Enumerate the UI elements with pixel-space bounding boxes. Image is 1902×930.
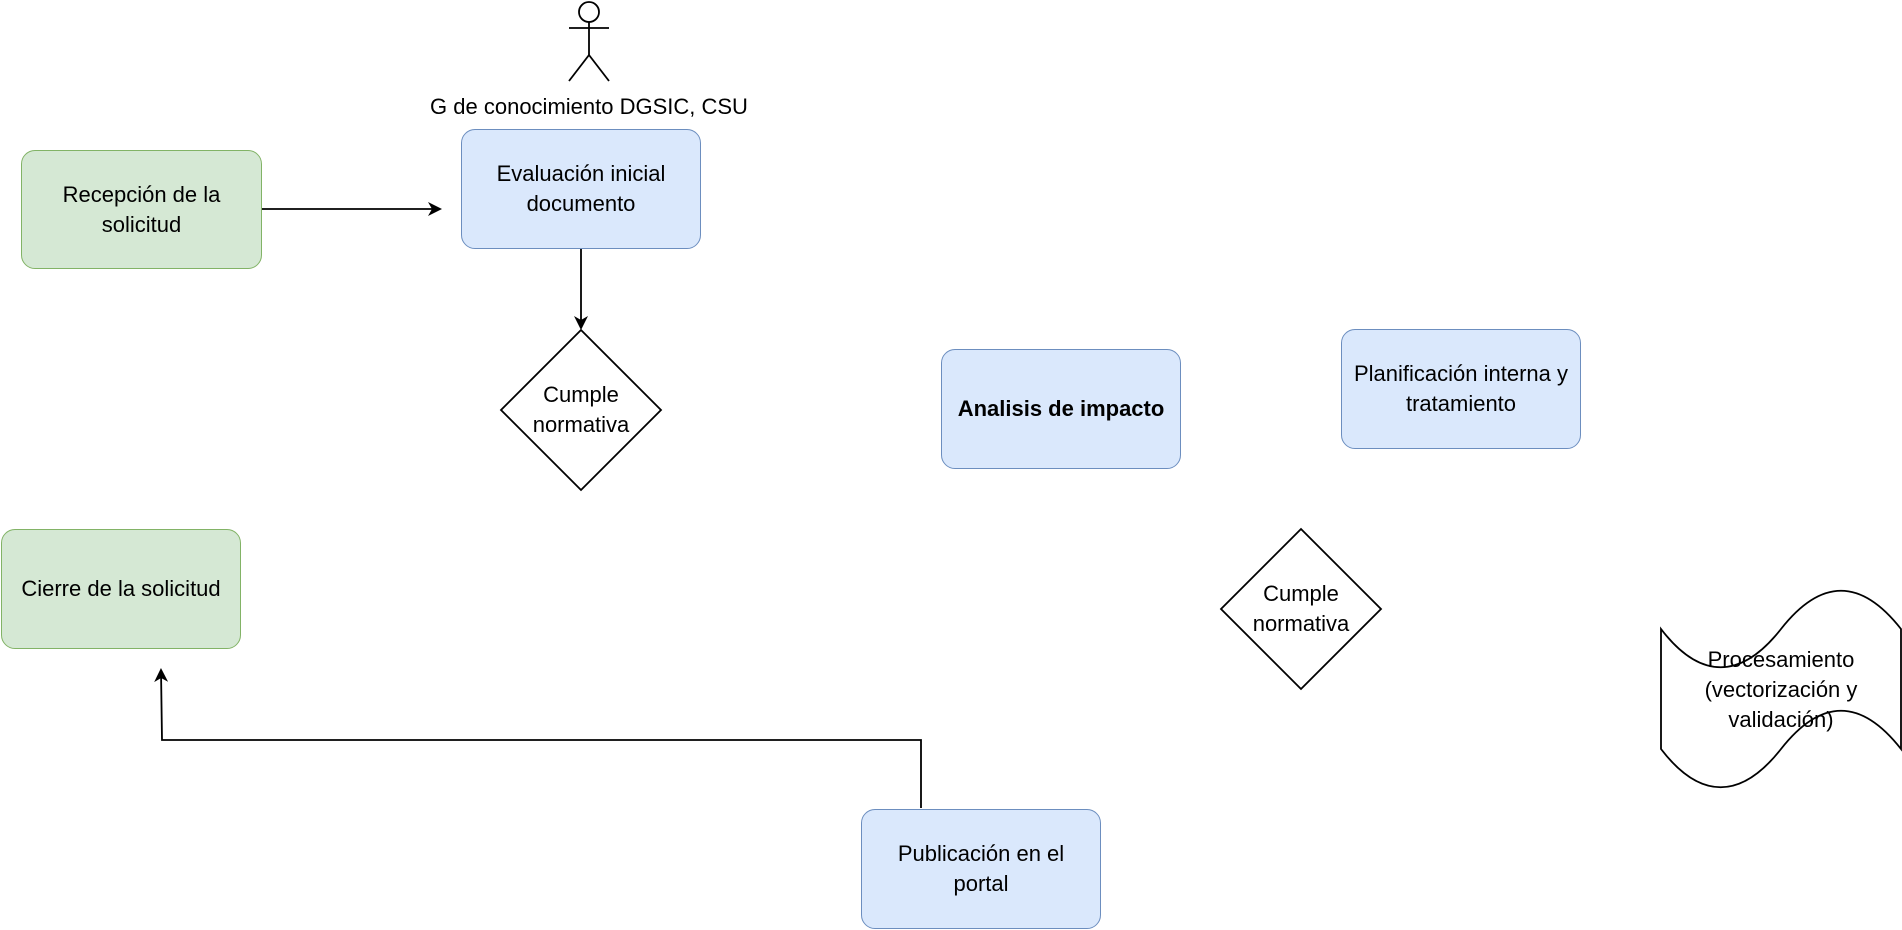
actor-figure[interactable] xyxy=(568,1,610,82)
processing-tape-shape[interactable] xyxy=(1660,589,1902,789)
node-cierre[interactable]: Cierre de la solicitud xyxy=(1,529,241,649)
node-evaluacion-label: Evaluación inicial documento xyxy=(496,161,666,216)
node-planificacion-label: Planificación interna y tratamiento xyxy=(1353,361,1568,416)
cumple2-label: Cumple normativa xyxy=(1252,581,1350,636)
node-publicacion-label: Publicación en el portal xyxy=(897,841,1065,896)
decision-diamond-2[interactable] xyxy=(1219,527,1383,691)
node-analisis[interactable]: Analisis de impacto xyxy=(941,349,1181,469)
procesamiento-label: Procesamiento (vectorización y validació… xyxy=(1704,647,1858,732)
connector-publicacion-cierre[interactable] xyxy=(154,668,922,808)
node-evaluacion[interactable]: Evaluación inicial documento xyxy=(461,129,701,249)
decision-diamond-1[interactable] xyxy=(499,328,663,492)
cumple1-label: Cumple normativa xyxy=(532,382,630,437)
node-publicacion[interactable]: Publicación en el portal xyxy=(861,809,1101,929)
node-cierre-label: Cierre de la solicitud xyxy=(21,576,221,601)
actor-label: G de conocimiento DGSIC, CSU xyxy=(430,94,748,119)
node-analisis-label: Analisis de impacto xyxy=(957,396,1165,421)
node-recepcion-label: Recepción de la solicitud xyxy=(62,181,221,237)
node-recepcion[interactable]: Recepción de la solicitud xyxy=(21,150,262,269)
node-planificacion[interactable]: Planificación interna y tratamiento xyxy=(1341,329,1581,449)
